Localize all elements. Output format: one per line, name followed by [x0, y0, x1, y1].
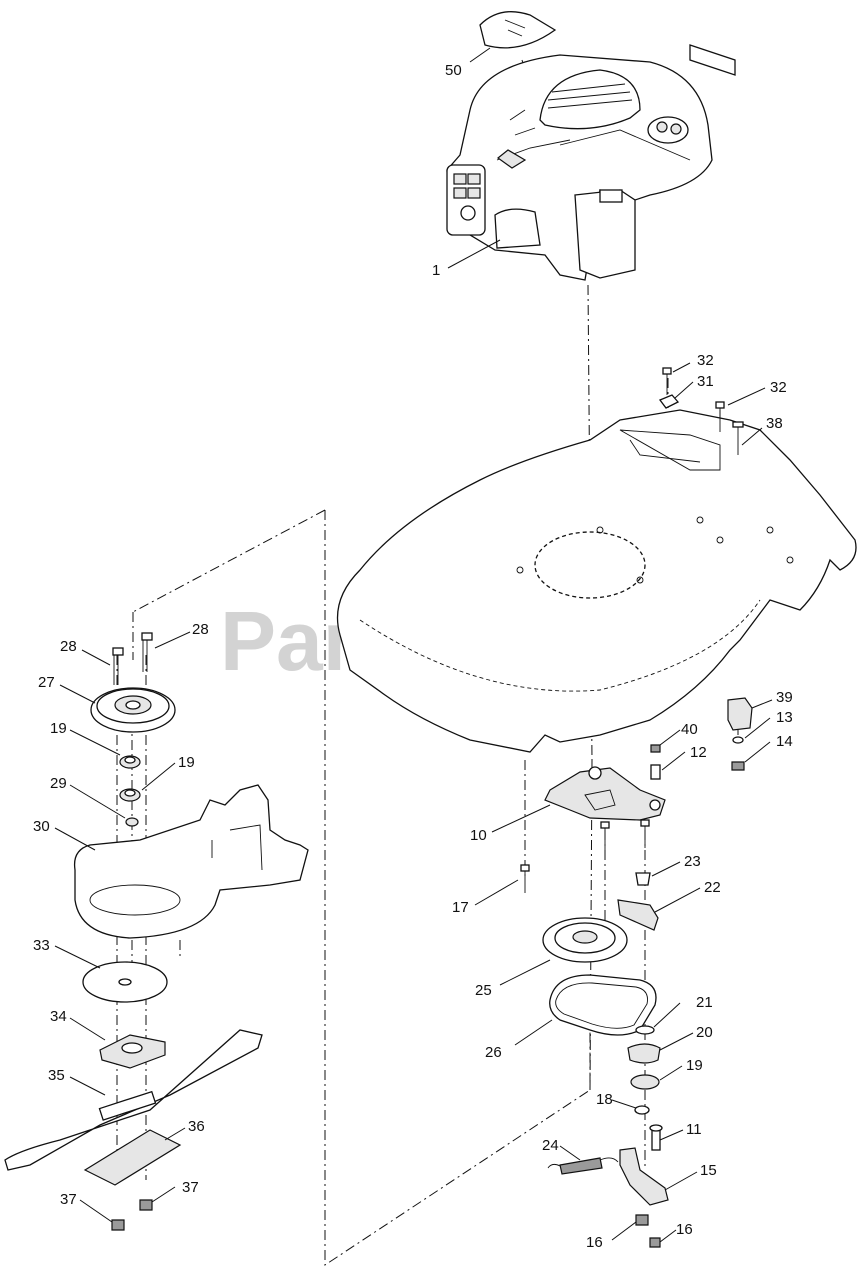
callout-18: 18 — [596, 1091, 613, 1108]
callout-19-left-b: 19 — [178, 754, 195, 771]
callout-31: 31 — [697, 373, 714, 390]
callout-38: 38 — [766, 415, 783, 432]
callout-10: 10 — [470, 827, 487, 844]
drive-belt — [549, 974, 657, 1036]
bolt-17 — [520, 864, 530, 893]
callout-37-right: 37 — [182, 1179, 199, 1196]
blade-disc — [82, 961, 168, 1003]
upper-fasteners — [658, 367, 744, 455]
callout-22: 22 — [704, 879, 721, 896]
callout-16-left: 16 — [586, 1234, 603, 1251]
callout-14: 14 — [776, 733, 793, 750]
callout-12: 12 — [690, 744, 707, 761]
callout-30: 30 — [33, 818, 50, 835]
label-decal — [479, 11, 736, 76]
pivot-pin — [649, 1124, 663, 1151]
idler-bracket-group — [544, 744, 666, 850]
callout-27: 27 — [38, 674, 55, 691]
bearings-left — [119, 755, 141, 827]
callout-50: 50 — [445, 62, 462, 79]
callout-33: 33 — [33, 937, 50, 954]
callout-28-left: 28 — [60, 638, 77, 655]
callout-37-left: 37 — [60, 1191, 77, 1208]
callout-labels: 50 1 32 31 32 38 28 28 27 19 19 29 30 33… — [33, 62, 793, 1251]
callout-17: 17 — [452, 899, 469, 916]
callout-23: 23 — [684, 853, 701, 870]
blade-adapter — [99, 1034, 166, 1069]
spacer-block-group — [727, 697, 753, 771]
mower-blade — [4, 1029, 263, 1171]
callout-32-right: 32 — [770, 379, 787, 396]
callout-1: 1 — [432, 262, 440, 279]
blade-pulley — [90, 687, 176, 733]
leader-lines — [54, 47, 773, 1243]
nuts-16 — [635, 1214, 661, 1248]
belt-guide-group — [617, 872, 659, 931]
callout-26: 26 — [485, 1044, 502, 1061]
blade-housing — [73, 784, 309, 939]
callout-36: 36 — [188, 1118, 205, 1135]
nuts-37 — [111, 1199, 153, 1231]
callout-16-right: 16 — [676, 1221, 693, 1238]
idler-pulley — [542, 917, 628, 963]
callout-19-left-a: 19 — [50, 720, 67, 737]
callout-20: 20 — [696, 1024, 713, 1041]
tension-spring — [547, 1157, 619, 1175]
callout-40: 40 — [681, 721, 698, 738]
pulley-stack — [627, 1025, 661, 1115]
blade-stiffener — [83, 1129, 182, 1186]
callout-15: 15 — [700, 1162, 717, 1179]
callout-28-right: 28 — [192, 621, 209, 638]
callout-25: 25 — [475, 982, 492, 999]
engine-assembly — [446, 54, 713, 281]
bolts-28 — [112, 632, 153, 685]
mower-deck — [336, 409, 857, 753]
callout-24: 24 — [542, 1137, 559, 1154]
callout-29: 29 — [50, 775, 67, 792]
callout-39: 39 — [776, 689, 793, 706]
idler-arm — [619, 1147, 669, 1206]
callout-34: 34 — [50, 1008, 67, 1025]
callout-21: 21 — [696, 994, 713, 1011]
callout-11: 11 — [686, 1121, 702, 1138]
callout-32-top: 32 — [697, 352, 714, 369]
callout-13: 13 — [776, 709, 793, 726]
callout-35: 35 — [48, 1067, 65, 1084]
callout-19-right: 19 — [686, 1057, 703, 1074]
